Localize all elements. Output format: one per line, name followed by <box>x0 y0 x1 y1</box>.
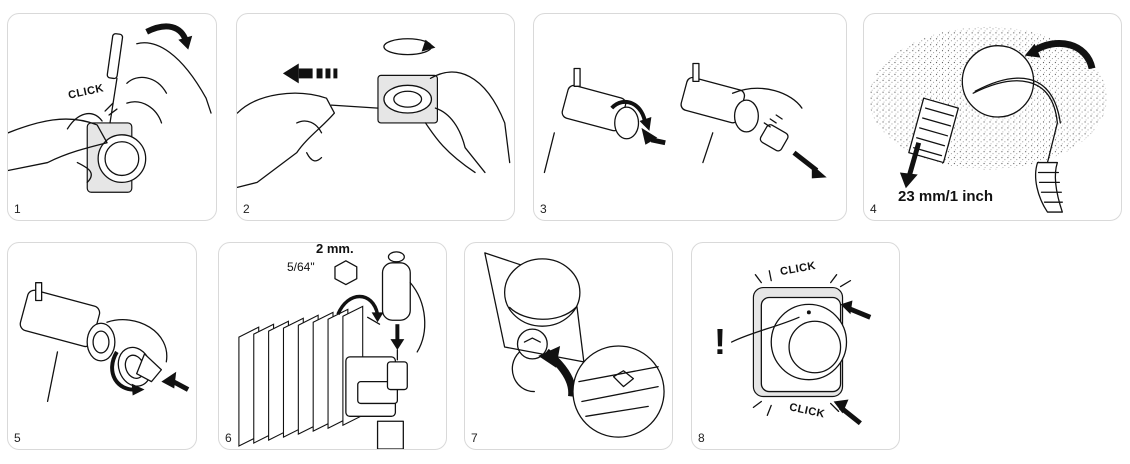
step-5-panel: 5 <box>7 242 197 450</box>
step-6-size-imperial: 5/64" <box>287 260 315 274</box>
step-1-number: 1 <box>14 202 21 216</box>
step-4-measurement: 23 mm/1 inch <box>898 188 994 205</box>
step-4-panel: 23 mm/1 inch 4 <box>863 13 1122 221</box>
step-8-illustration <box>730 270 872 426</box>
step-4-number: 4 <box>870 202 877 216</box>
step-3-illustration <box>543 62 827 179</box>
step-1-illustration <box>8 23 212 193</box>
step-8-warning-mark: ! <box>714 321 726 362</box>
step-8-number: 8 <box>698 431 705 445</box>
step-1-panel: CLICK 1 <box>7 13 217 221</box>
step-8-panel: CLICK CLICK ! 8 <box>691 242 900 450</box>
step-2-number: 2 <box>243 202 250 216</box>
step-6-number: 6 <box>225 431 232 445</box>
step-7-number: 7 <box>471 431 478 445</box>
step-6-illustration <box>238 251 426 449</box>
step-2-panel: 2 <box>236 13 515 221</box>
step-7-panel: 7 <box>464 242 673 450</box>
step-6-size-metric: 2 mm. <box>316 242 354 256</box>
step-7-illustration <box>484 252 665 438</box>
step-3-panel: 3 <box>533 13 847 221</box>
step-3-number: 3 <box>540 202 547 216</box>
step-6-panel: 2 mm. 5/64" 6 <box>218 242 447 450</box>
step-2-illustration <box>237 38 511 188</box>
step-5-illustration <box>19 282 190 403</box>
step-4-illustration <box>869 26 1107 213</box>
step-5-number: 5 <box>14 431 21 445</box>
